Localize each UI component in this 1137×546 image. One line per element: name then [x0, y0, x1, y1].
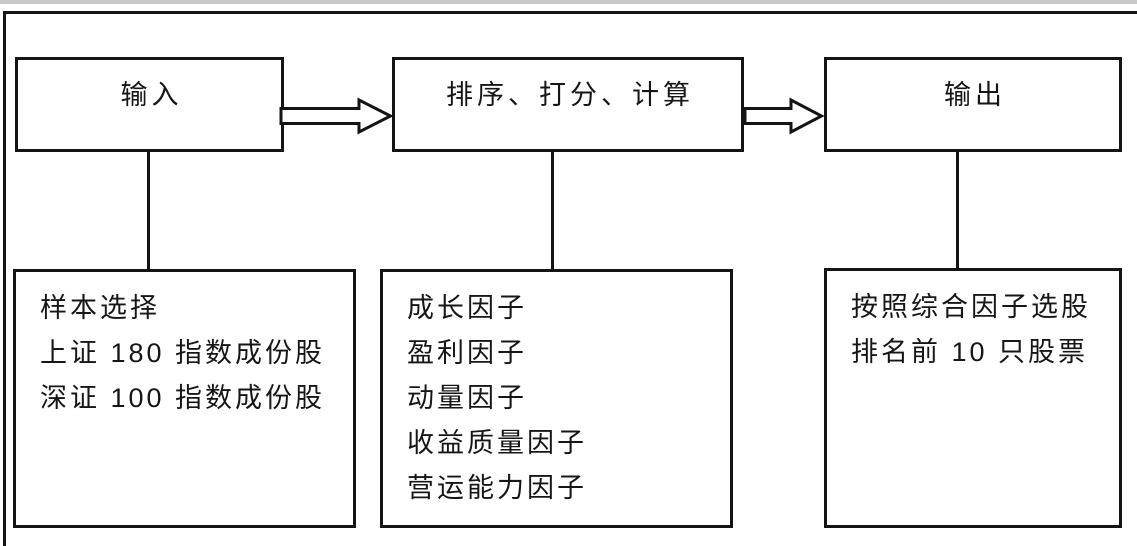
flow-box-factors: 成长因子 盈利因子 动量因子 收益质量因子 营运能力因子 — [380, 269, 733, 528]
flow-box-input-label: 输入 — [120, 80, 183, 110]
result-line: 按照综合因子选股 — [851, 292, 1091, 322]
outer-frame-left-border — [3, 11, 6, 546]
flow-box-process: 排序、打分、计算 — [392, 57, 744, 152]
factor-line: 收益质量因子 — [407, 428, 587, 458]
flow-box-output: 输出 — [824, 57, 1122, 152]
page-edge-strip — [0, 0, 1137, 4]
flow-arrow-icon — [743, 97, 825, 135]
result-line: 排名前 10 只股票 — [851, 337, 1089, 367]
flow-box-result: 按照综合因子选股 排名前 10 只股票 — [824, 268, 1122, 528]
sample-line: 样本选择 — [40, 293, 160, 323]
factor-line: 营运能力因子 — [407, 473, 587, 503]
flow-box-input: 输入 — [15, 57, 284, 152]
factor-line: 成长因子 — [407, 293, 527, 323]
sample-line: 上证 180 指数成份股 — [40, 338, 326, 368]
sample-line: 深证 100 指数成份股 — [40, 383, 326, 413]
flow-box-sample-selection: 样本选择 上证 180 指数成份股 深证 100 指数成份股 — [13, 269, 356, 528]
connector-input-to-sample — [147, 152, 150, 269]
flow-box-process-label: 排序、打分、计算 — [446, 80, 694, 110]
outer-frame-top-border — [3, 11, 1137, 14]
flow-box-output-label: 输出 — [944, 80, 1006, 110]
factor-line: 动量因子 — [407, 383, 527, 413]
factor-line: 盈利因子 — [407, 338, 527, 368]
connector-process-to-factors — [551, 152, 554, 269]
flow-arrow-icon — [279, 97, 394, 135]
connector-output-to-result — [956, 152, 959, 268]
